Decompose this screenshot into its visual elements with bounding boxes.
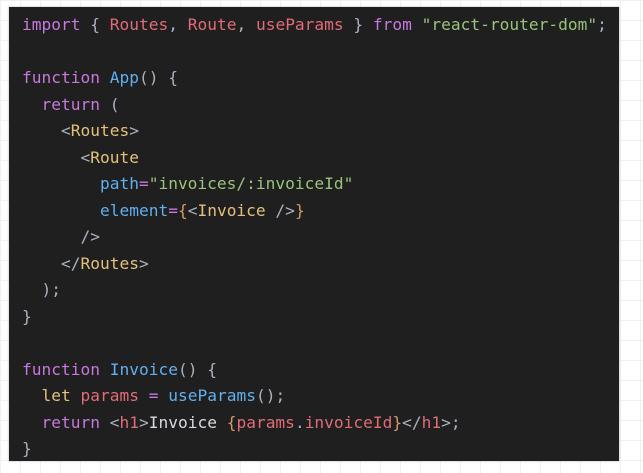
- code-line: [22, 39, 607, 66]
- code-token-pun: [100, 360, 110, 379]
- code-token-kw: return: [41, 412, 100, 432]
- code-token-pun: .: [294, 412, 305, 432]
- code-token-pun: () {: [138, 68, 178, 87]
- code-token-pun: >: [138, 412, 149, 432]
- code-token-op: =: [138, 174, 149, 193]
- code-token-pun: [22, 174, 100, 193]
- code-token-br: }: [392, 412, 403, 432]
- code-token-pun: />: [265, 200, 295, 220]
- code-token-kw: function: [22, 68, 100, 87]
- code-token-var: h1: [119, 412, 139, 432]
- code-token-var: invoiceId: [304, 412, 393, 432]
- code-token-pun: <: [22, 147, 91, 167]
- code-token-kw: return: [41, 94, 100, 114]
- code-token-attr: element: [99, 200, 169, 220]
- code-token-kw: function: [22, 359, 100, 379]
- code-block: import { Routes, Route, useParams } from…: [9, 7, 619, 461]
- code-token-br: }: [294, 200, 305, 220]
- code-token-br: {: [226, 412, 237, 432]
- code-token-pun: [22, 95, 42, 114]
- code-token-var: h1: [421, 412, 442, 432]
- code-token-pun: [100, 68, 110, 87]
- code-line: <Routes>: [22, 118, 607, 145]
- code-token-pun: [22, 386, 42, 405]
- code-token-pun: [22, 413, 42, 432]
- code-token-tag: Route: [90, 147, 139, 167]
- code-token-pun: }: [22, 439, 32, 458]
- code-line: path="invoices/:invoiceId": [22, 171, 607, 198]
- code-token-var: params: [236, 412, 295, 432]
- code-token-pun: >: [129, 121, 139, 140]
- code-token-op: =: [168, 200, 178, 220]
- code-line: }: [22, 436, 607, 463]
- code-token-var: params: [80, 386, 139, 405]
- code-token-str: "invoices/:invoiceId": [148, 174, 354, 193]
- code-line: function Invoice() {: [22, 357, 607, 384]
- code-token-pun: <: [99, 412, 120, 432]
- code-token-pun: <: [187, 200, 198, 220]
- code-token-pun: [139, 386, 149, 405]
- code-token-pun: {: [80, 15, 110, 34]
- code-token-pun: <: [22, 121, 71, 140]
- code-token-fn: Invoice: [109, 359, 178, 379]
- code-token-kw: import: [22, 15, 81, 34]
- code-token-attr: path: [99, 174, 139, 193]
- code-token-str: "react-router-dom": [421, 15, 598, 34]
- code-token-pun: );: [22, 280, 61, 299]
- code-token-pun: ();: [255, 386, 286, 405]
- code-token-pun: [71, 386, 81, 405]
- code-token-pun: [412, 15, 422, 34]
- code-token-pun: ,: [168, 15, 188, 34]
- code-line: <Route: [22, 145, 607, 172]
- code-line: </Routes>: [22, 251, 607, 278]
- code-line: import { Routes, Route, useParams } from…: [22, 12, 607, 39]
- code-token-pun: }: [343, 15, 373, 34]
- code-token-pun: ,: [236, 15, 256, 34]
- code-token-tag: Invoice: [197, 200, 266, 220]
- code-token-var: Route: [187, 15, 237, 34]
- code-token-var: Routes: [109, 15, 169, 34]
- code-line: let params = useParams();: [22, 383, 607, 410]
- code-token-pun: (: [99, 94, 120, 114]
- code-line: );: [22, 277, 607, 304]
- code-line: element={<Invoice />}: [22, 198, 607, 225]
- code-token-pun: ;: [597, 15, 607, 34]
- code-token-tag: Routes: [70, 121, 130, 140]
- code-lines: import { Routes, Route, useParams } from…: [22, 12, 607, 463]
- code-line: [22, 330, 607, 357]
- code-token-var: useParams: [255, 15, 344, 34]
- code-token-tag: Routes: [80, 253, 139, 273]
- code-token-pun: [22, 201, 100, 220]
- code-token-pun: }: [22, 306, 32, 326]
- code-line: return (: [22, 92, 607, 119]
- code-token-txt: Invoice: [148, 412, 227, 432]
- code-token-fn: useParams: [168, 386, 256, 405]
- code-token-pun: />: [22, 227, 100, 246]
- code-token-fn: App: [109, 68, 139, 87]
- code-token-pun: </: [402, 412, 422, 432]
- code-line: function App() {: [22, 65, 607, 92]
- code-line: }: [22, 304, 607, 331]
- code-token-op: =: [148, 386, 159, 405]
- code-token-pun: </: [22, 253, 81, 273]
- code-token-br: {: [177, 200, 188, 220]
- code-line: />: [22, 224, 607, 251]
- code-token-pun: () {: [177, 359, 217, 379]
- code-token-kw: from: [372, 15, 412, 34]
- code-token-tag: let: [41, 386, 71, 405]
- code-token-pun: >;: [441, 412, 461, 432]
- code-token-pun: >: [138, 253, 149, 273]
- code-token-pun: [158, 386, 168, 405]
- code-line: return <h1>Invoice {params.invoiceId}</h…: [22, 410, 607, 437]
